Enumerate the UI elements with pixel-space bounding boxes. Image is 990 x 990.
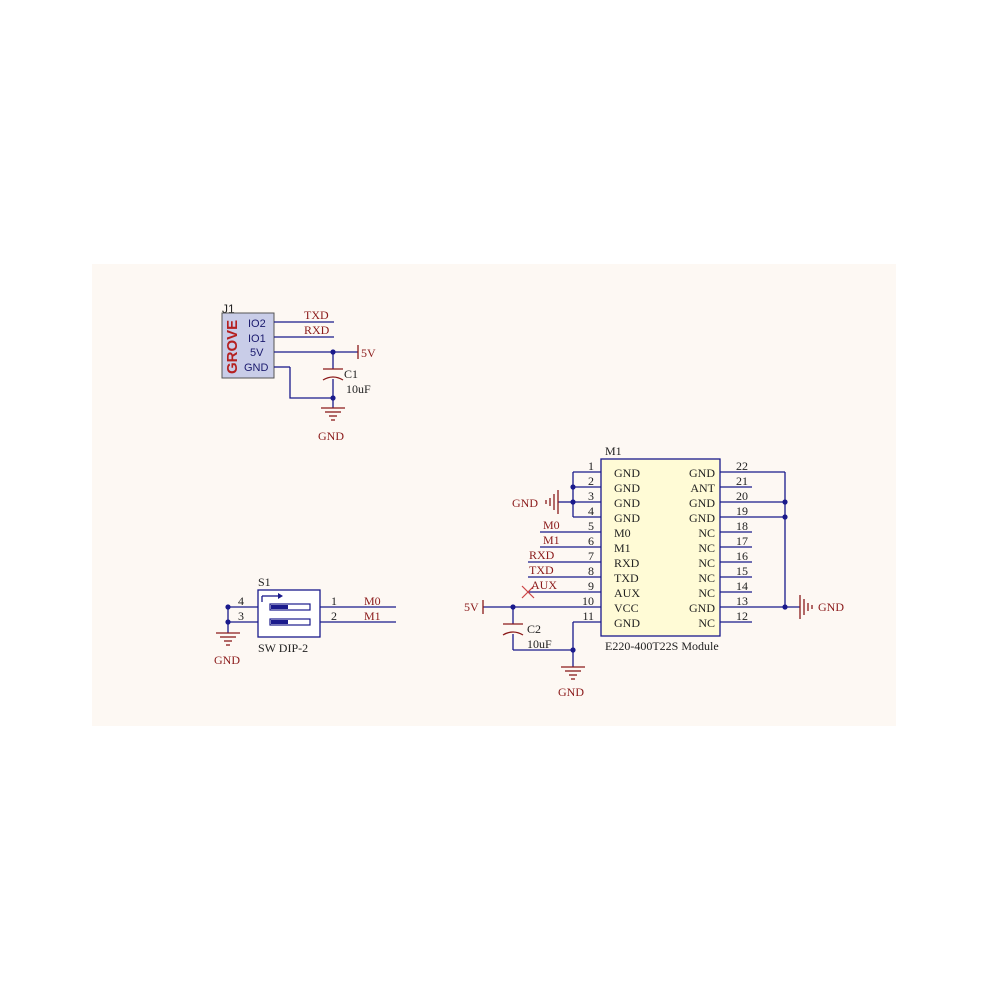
m1-pin-name-12: NC (698, 616, 715, 630)
m1-value: E220-400T22S Module (605, 639, 719, 653)
m1-left-net-gnd: GND (512, 496, 538, 510)
m1-designator: M1 (605, 444, 622, 458)
m1-pin-number-2: 2 (588, 474, 594, 488)
m1-pin-name-13: GND (689, 601, 715, 615)
m1-pin-name-18: NC (698, 526, 715, 540)
m1-right-net-gnd: GND (818, 600, 844, 614)
j1-ground-symbol: GND (318, 407, 345, 443)
m1-pin-name-19: GND (689, 511, 715, 525)
m1-pin-name-4: GND (614, 511, 640, 525)
j1-pin-gnd: GND (244, 362, 269, 374)
c2-net-gnd: GND (558, 685, 584, 699)
j1-pin-io2: IO2 (248, 318, 266, 330)
m1-net-m0: M0 (543, 518, 560, 532)
c1-capacitor: C1 10uF (322, 367, 371, 396)
s1-dip-switch: S1 SW DIP-2 (257, 575, 321, 655)
m1-net-5v: 5V (464, 600, 479, 614)
c2-value: 10uF (527, 637, 552, 651)
s1-designator: S1 (258, 575, 271, 589)
j1-grove-connector: J1 GROVE IO2 IO1 5V GND (221, 302, 275, 379)
s1-net-m0: M0 (364, 594, 381, 608)
sheet-background (92, 264, 896, 726)
m1-pin-number-6: 6 (588, 534, 594, 548)
m1-pin-number-15: 15 (736, 564, 748, 578)
s1-pin-4: 4 (238, 594, 244, 608)
m1-pin-name-3: GND (614, 496, 640, 510)
m1-pin-number-14: 14 (736, 579, 748, 593)
c2-ground-symbol: GND (558, 666, 585, 699)
m1-pin-number-19: 19 (736, 504, 748, 518)
m1-pin-number-3: 3 (588, 489, 594, 503)
m1-pin-name-5: M0 (614, 526, 631, 540)
m1-pin-name-21: ANT (690, 481, 715, 495)
s1-body (257, 589, 321, 638)
s1-pin-3: 3 (238, 609, 244, 623)
m1-pin-number-18: 18 (736, 519, 748, 533)
m1-pin-number-17: 17 (736, 534, 748, 548)
m1-left-ground-symbol: GND (512, 490, 559, 514)
m1-pin-name-15: NC (698, 571, 715, 585)
m1-pin-name-8: TXD (614, 571, 639, 585)
m1-pin-number-10: 10 (582, 594, 594, 608)
m1-right-pin-lines (720, 471, 800, 623)
m1-pin-name-16: NC (698, 556, 715, 570)
j1-net-5v: 5V (361, 346, 376, 360)
j1-body (221, 312, 275, 379)
j1-pin-io1: IO1 (248, 333, 266, 345)
m1-net-m1: M1 (543, 533, 560, 547)
m1-pin-number-4: 4 (588, 504, 594, 518)
m1-pin-number-13: 13 (736, 594, 748, 608)
m1-left-pin-lines (483, 471, 601, 667)
j1-net-rxd: RXD (304, 323, 330, 337)
s1-pin-1: 1 (331, 594, 337, 608)
m1-right-ground-symbol: GND (799, 595, 844, 619)
m1-pin-number-8: 8 (588, 564, 594, 578)
m1-pin-number-11: 11 (582, 609, 594, 623)
s1-pin-2: 2 (331, 609, 337, 623)
s1-ground-symbol: GND (214, 632, 240, 667)
s1-wires (225, 604, 396, 633)
m1-net-aux: AUX (531, 578, 557, 592)
m1-pins: GND1GND2GND3GND4M05M16RXD7TXD8AUX9VCC10G… (582, 459, 748, 630)
j1-pin-5v: 5V (250, 347, 264, 359)
m1-pin-number-1: 1 (588, 459, 594, 473)
m1-pin-name-6: M1 (614, 541, 631, 555)
m1-pin-name-1: GND (614, 466, 640, 480)
c2-capacitor: C2 10uF (502, 622, 552, 651)
m1-net-txd: TXD (529, 563, 554, 577)
j1-wires (274, 321, 358, 408)
m1-pin-name-2: GND (614, 481, 640, 495)
m1-pin-number-5: 5 (588, 519, 594, 533)
m1-pin-number-12: 12 (736, 609, 748, 623)
m1-5v-port: 5V (464, 600, 484, 614)
m1-pin-number-20: 20 (736, 489, 748, 503)
m1-pin-name-11: GND (614, 616, 640, 630)
m1-pin-name-10: VCC (614, 601, 639, 615)
j1-net-txd: TXD (304, 308, 329, 322)
c1-designator: C1 (344, 367, 358, 381)
m1-pin-name-20: GND (689, 496, 715, 510)
m1-net-rxd: RXD (529, 548, 555, 562)
c2-designator: C2 (527, 622, 541, 636)
m1-pin-name-7: RXD (614, 556, 640, 570)
m1-pin-number-7: 7 (588, 549, 594, 563)
m1-pin-number-21: 21 (736, 474, 748, 488)
s1-net-m1: M1 (364, 609, 381, 623)
m1-pin-number-22: 22 (736, 459, 748, 473)
m1-pin-name-9: AUX (614, 586, 640, 600)
aux-no-connect-mark (521, 585, 535, 599)
m1-pin-name-14: NC (698, 586, 715, 600)
m1-pin-number-16: 16 (736, 549, 748, 563)
c1-value: 10uF (346, 382, 371, 396)
m1-pin-number-9: 9 (588, 579, 594, 593)
j1-5v-port: 5V (357, 345, 376, 360)
s1-value: SW DIP-2 (258, 641, 308, 655)
m1-body (600, 458, 721, 637)
m1-pin-name-17: NC (698, 541, 715, 555)
s1-net-gnd: GND (214, 653, 240, 667)
j1-net-gnd: GND (318, 429, 344, 443)
m1-pin-name-22: GND (689, 466, 715, 480)
j1-body-label: GROVE (224, 320, 241, 374)
